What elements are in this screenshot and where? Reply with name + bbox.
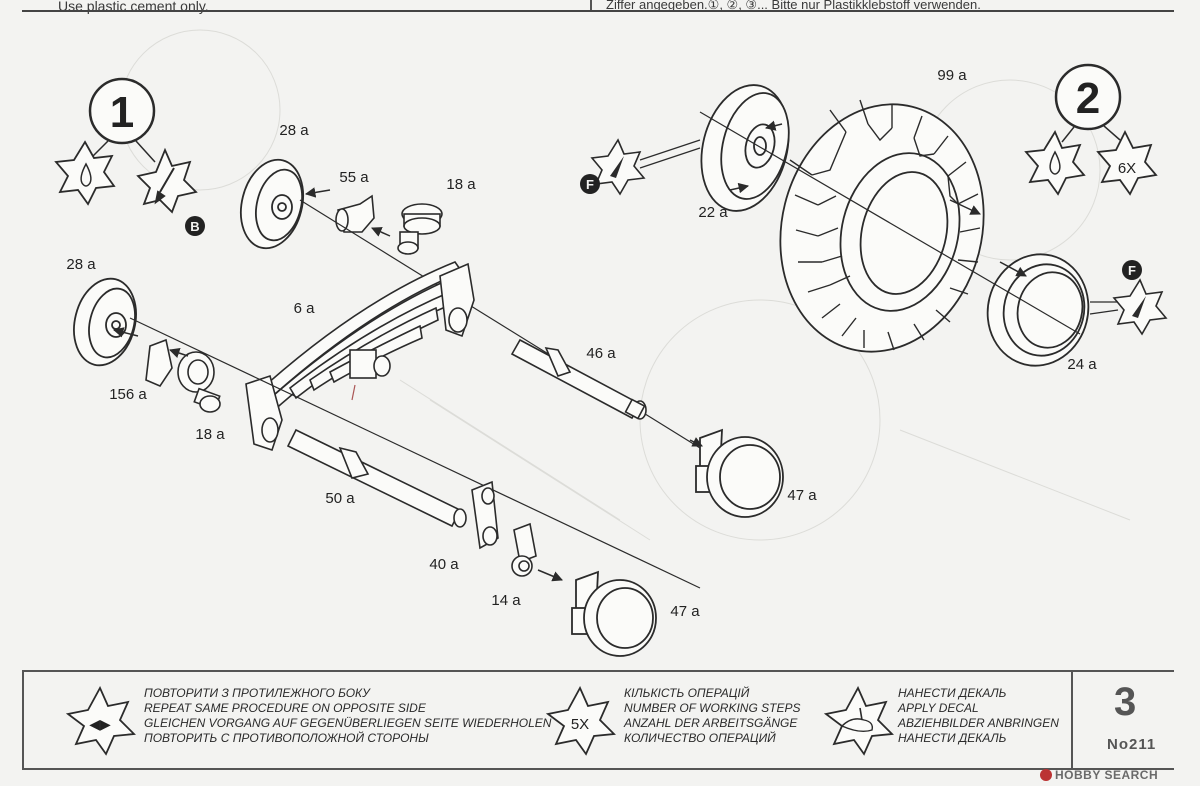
- part-22a-inner-rim: [700, 84, 790, 212]
- kit-number: No211: [1107, 736, 1157, 753]
- svg-text:2: 2: [1076, 74, 1100, 123]
- label-6a: 6 a: [294, 300, 316, 317]
- color-ref-f-top: F: [580, 138, 701, 196]
- label-40a: 40 a: [429, 556, 459, 573]
- part-28a-left-hub: [73, 277, 137, 367]
- assembly-diagram: 1 B 2 6X: [54, 29, 1168, 657]
- top-rule: [22, 10, 1174, 12]
- part-47a-right-housing: [695, 428, 784, 518]
- svg-text:6X: 6X: [1118, 160, 1136, 177]
- multiplier-6x-icon: 6X: [1096, 129, 1158, 196]
- label-28a-top: 28 a: [279, 122, 309, 139]
- step-1-badge: 1: [88, 77, 156, 145]
- background-ghost: [119, 29, 1131, 541]
- label-18a-bottom: 18 a: [195, 426, 225, 443]
- page-number: 3: [1114, 680, 1137, 724]
- part-18a-top-clamp: [397, 203, 443, 255]
- working-steps-icon: 5X: [545, 686, 616, 756]
- part-14a-bracket: [511, 522, 537, 577]
- cement-drop-icon: [1024, 130, 1086, 196]
- part-40a-arm: [471, 480, 499, 550]
- label-22a: 22 a: [698, 204, 728, 221]
- part-28a-top-hub: [240, 158, 304, 250]
- svg-text:F: F: [586, 177, 594, 192]
- step-2-badge: 2: [1054, 63, 1122, 131]
- color-ref-f-right: F: [1089, 260, 1168, 336]
- label-14a: 14 a: [491, 592, 521, 609]
- cement-note-de: Ziffer angegeben.①, ②, ③... Bitte nur Pl…: [606, 0, 981, 12]
- label-46a: 46 a: [586, 345, 616, 362]
- part-47a-bottom-housing: [571, 570, 657, 657]
- svg-text:B: B: [190, 219, 199, 234]
- label-24a: 24 a: [1067, 356, 1097, 373]
- label-28a-left: 28 a: [66, 256, 96, 273]
- part-18a-bottom-clamp: [177, 351, 221, 413]
- part-55a-bracket: [335, 194, 375, 233]
- svg-text:1: 1: [110, 88, 134, 137]
- wheel-axis-line: [699, 111, 1081, 335]
- watermark-logo-icon: [1040, 769, 1052, 781]
- apply-decal-text: НАНЕСТИ ДЕКАЛЬ APPLY DECAL ABZIEHBILDER …: [898, 686, 1059, 745]
- label-47a-right: 47 a: [787, 487, 817, 504]
- label-99a: 99 a: [937, 67, 967, 84]
- part-99a-tire: [779, 99, 985, 353]
- part-6a-leaf-spring: [245, 261, 475, 452]
- label-156a: 156 a: [109, 386, 147, 403]
- legend-strip: ◀▶ ПОВТОРИТИ З ПРОТИЛЕЖНОГО БОКУ REPEAT …: [22, 670, 1174, 770]
- cement-drop-icon: [54, 140, 116, 206]
- part-156a-bracket: [145, 338, 173, 387]
- pencil-mark: [351, 384, 356, 401]
- label-47a-bottom: 47 a: [670, 603, 700, 620]
- brush-icon: [136, 147, 198, 214]
- svg-text:◀▶: ◀▶: [89, 717, 111, 733]
- part-50a-shaft: [286, 428, 467, 528]
- label-55a: 55 a: [339, 169, 369, 186]
- color-ref-b-badge: B: [185, 216, 205, 236]
- svg-text:5X: 5X: [571, 716, 589, 733]
- apply-decal-icon: [823, 686, 894, 756]
- part-46a-axle-shaft: [510, 338, 647, 420]
- label-50a: 50 a: [325, 490, 355, 507]
- watermark: HOBBY SEARCH: [1040, 768, 1158, 782]
- svg-text:F: F: [1128, 263, 1136, 278]
- top-divider: [590, 0, 592, 10]
- repeat-side-text: ПОВТОРИТИ З ПРОТИЛЕЖНОГО БОКУ REPEAT SAM…: [144, 686, 552, 745]
- repeat-side-icon: ◀▶: [65, 686, 136, 756]
- label-18a-top: 18 a: [446, 176, 476, 193]
- working-steps-text: КІЛЬКІСТЬ ОПЕРАЦІЙ NUMBER OF WORKING STE…: [624, 686, 801, 745]
- legend-divider: [1071, 672, 1073, 768]
